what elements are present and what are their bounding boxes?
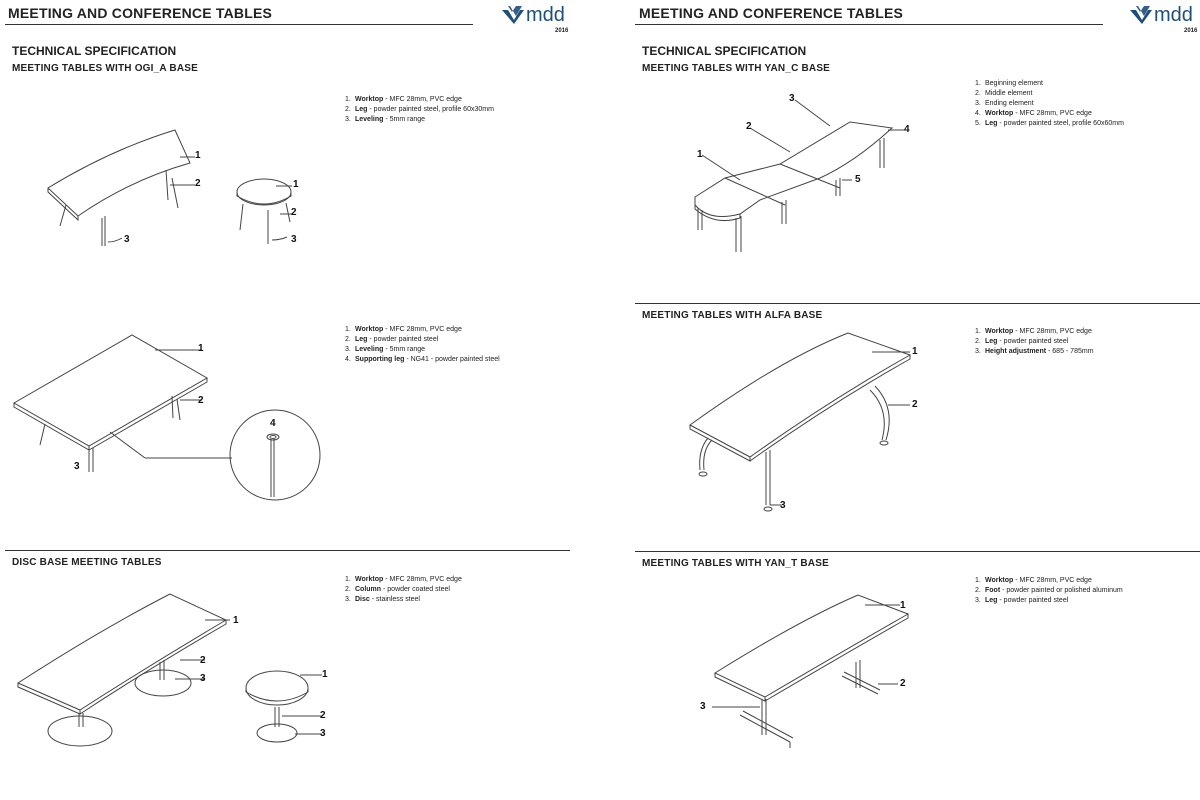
mdd-logo-text: mdd: [1154, 4, 1193, 26]
spec-item: 1.Beginning element: [975, 80, 1043, 87]
callout-1: 1: [293, 179, 299, 190]
section-divider: [5, 550, 570, 551]
spec-item: 2.Middle element: [975, 90, 1033, 97]
logo-year: 2016: [1184, 28, 1198, 34]
callout-5: 5: [855, 174, 861, 185]
callout-3: 3: [780, 500, 786, 511]
mdd-logo: mdd: [1130, 4, 1193, 26]
alfa-section-title: MEETING TABLES WITH ALFA BASE: [642, 310, 823, 321]
disc-table-drawing: [16, 593, 230, 747]
spec-item: 1.Worktop - MFC 28mm, PVC edge: [975, 328, 1092, 335]
callout-3: 3: [200, 673, 206, 684]
callout-1: 1: [697, 149, 703, 160]
callout-2: 2: [200, 655, 206, 666]
yanc-section-title: MEETING TABLES WITH YAN_C BASE: [642, 63, 831, 74]
header-divider: [635, 24, 1103, 25]
ogi-section-title: MEETING TABLES WITH OGI_A BASE: [12, 63, 199, 74]
mdd-logo-mark-icon: [502, 6, 524, 24]
mdd-logo-text: mdd: [526, 4, 565, 26]
spec-item: 5.Leg - powder painted steel, profile 60…: [975, 120, 1124, 127]
callout-3: 3: [124, 234, 130, 245]
callout-2: 2: [291, 207, 297, 218]
callout-2: 2: [900, 678, 906, 689]
spec-item: 3.Height adjustment - 685 - 785mm: [975, 348, 1094, 355]
callout-labels: 1 2 3 1 2 3 1 2 3 4 1 2 3 1 2 3: [74, 150, 328, 739]
callout-3: 3: [320, 728, 326, 739]
yanc-table-drawing: [694, 99, 908, 252]
callout-2: 2: [320, 710, 326, 721]
spec-item: 3.Leveling - 5mm range: [345, 116, 426, 123]
yanc-spec-list: 1.Beginning element 2.Middle element 3.E…: [975, 79, 1124, 129]
callout-1: 1: [198, 343, 204, 354]
callout-2: 2: [746, 121, 752, 132]
spec-item: 2.Leg - powder painted steel: [345, 336, 439, 343]
section-title: TECHNICAL SPECIFICATION: [12, 44, 177, 58]
callout-1: 1: [233, 615, 239, 626]
page-header-title: MEETING AND CONFERENCE TABLES: [8, 5, 273, 21]
left-page: MEETING AND CONFERENCE TABLES mdd 2016 T…: [5, 4, 570, 747]
callout-4: 4: [904, 124, 910, 135]
section-divider: [635, 551, 1200, 552]
mdd-logo-mark-icon: [1130, 6, 1152, 24]
ogi-table-drawing: [47, 129, 195, 246]
yant-spec-list: 1.Worktop - MFC 28mm, PVC edge 2.Foot - …: [975, 576, 1123, 606]
spec-item: 3.Leg - powder painted steel: [975, 597, 1069, 604]
spec-item: 2.Column - powder coated steel: [345, 586, 450, 593]
page-header-title: MEETING AND CONFERENCE TABLES: [639, 5, 904, 21]
callout-1: 1: [195, 150, 201, 161]
spec-item: 1.Worktop - MFC 28mm, PVC edge: [345, 326, 462, 333]
callout-3: 3: [291, 234, 297, 245]
yant-table-drawing: [712, 594, 910, 748]
callout-1: 1: [322, 669, 328, 680]
spec-item: 1.Worktop - MFC 28mm, PVC edge: [975, 577, 1092, 584]
callout-2: 2: [912, 399, 918, 410]
right-page: MEETING AND CONFERENCE TABLES mdd 2016 T…: [630, 0, 1200, 800]
header-divider: [5, 24, 473, 25]
ogi2-spec-list: 1.Worktop - MFC 28mm, PVC edge 2.Leg - p…: [345, 325, 500, 365]
mdd-logo: mdd: [502, 4, 565, 26]
logo-year: 2016: [555, 28, 569, 34]
disc-section-title: DISC BASE MEETING TABLES: [12, 557, 162, 568]
ogi-spec-list: 1.Worktop - MFC 28mm, PVC edge 2.Leg - p…: [345, 95, 494, 125]
ogi-round-table-drawing: [236, 178, 292, 244]
left-drawings: 1 2 3 1 2 3 1 2 3 4 1 2 3 1 2 3: [12, 129, 328, 747]
spec-item: 3.Ending element: [975, 100, 1034, 107]
disc-round-table-drawing: [245, 670, 322, 743]
callout-2: 2: [195, 178, 201, 189]
callout-3: 3: [700, 701, 706, 712]
spec-item: 2.Leg - powder painted steel: [975, 338, 1069, 345]
section-title: TECHNICAL SPECIFICATION: [642, 44, 807, 58]
spec-item: 1.Worktop - MFC 28mm, PVC edge: [345, 576, 462, 583]
callout-3: 3: [789, 93, 795, 104]
spec-item: 2.Foot - powder painted or polished alum…: [975, 587, 1123, 594]
ogi-rect-table-drawing: [12, 334, 321, 501]
right-drawings: 1 2 3 4 5 1 2 3 1 2 3: [689, 93, 918, 748]
section-divider: [635, 303, 1200, 304]
spec-item: 2.Leg - powder painted steel, profile 60…: [345, 106, 494, 113]
spec-item: 4.Supporting leg - NG41 - powder painted…: [345, 356, 500, 363]
spec-item: 1.Worktop - MFC 28mm, PVC edge: [345, 96, 462, 103]
callout-4: 4: [270, 418, 276, 429]
spec-item: 3.Disc - stainless steel: [345, 596, 420, 603]
callout-2: 2: [198, 395, 204, 406]
alfa-table-drawing: [689, 332, 912, 512]
spec-item: 3.Leveling - 5mm range: [345, 346, 426, 353]
callout-3: 3: [74, 461, 80, 472]
callout-1: 1: [900, 600, 906, 611]
callout-labels: 1 2 3 4 5 1 2 3 1 2 3: [697, 93, 918, 712]
spec-item: 4.Worktop - MFC 28mm, PVC edge: [975, 110, 1092, 117]
disc-spec-list: 1.Worktop - MFC 28mm, PVC edge 2.Column …: [345, 575, 462, 605]
alfa-spec-list: 1.Worktop - MFC 28mm, PVC edge 2.Leg - p…: [975, 327, 1094, 357]
callout-1: 1: [912, 346, 918, 357]
yant-section-title: MEETING TABLES WITH YAN_T BASE: [642, 558, 829, 569]
